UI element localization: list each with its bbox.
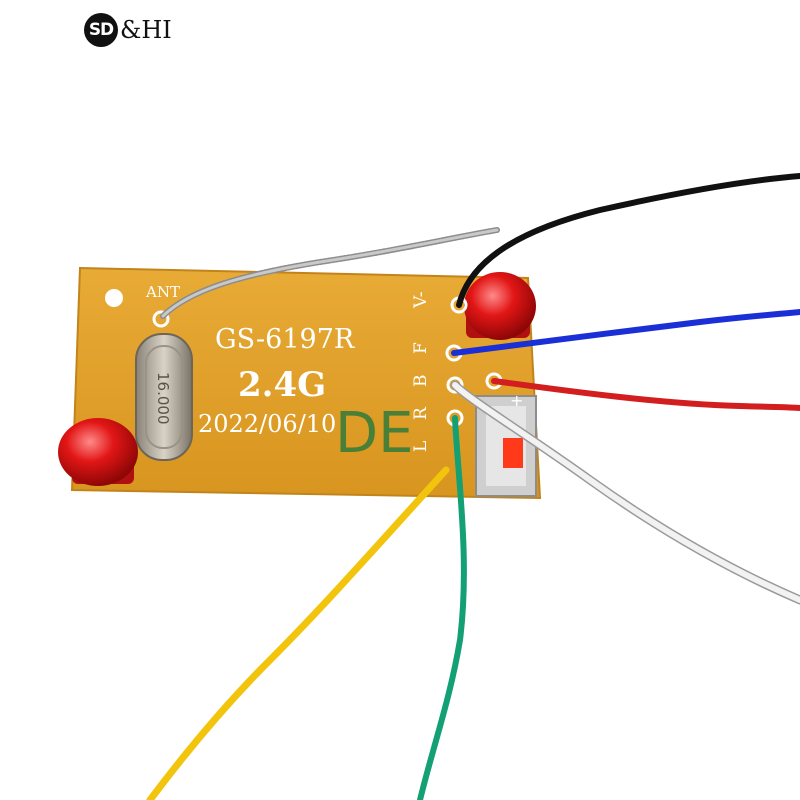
pin-label-b: B — [411, 375, 431, 388]
frequency-label: 2.4G — [238, 365, 326, 405]
pin-label-v: V- — [411, 292, 431, 309]
pin-label-r: R — [411, 406, 431, 420]
pin-label-l: L — [411, 441, 431, 452]
marker-text: DE — [335, 401, 414, 466]
crystal-oscillator — [135, 333, 193, 461]
watermark-logo: SD &HI — [84, 10, 172, 50]
wire-blue — [451, 309, 800, 356]
wire-white — [452, 382, 800, 603]
wire-red — [491, 378, 800, 411]
wire-black — [456, 173, 800, 308]
antenna-pad — [152, 310, 170, 328]
watermark-text: &HI — [120, 16, 172, 44]
pin-labels: V- F B R L — [411, 292, 431, 452]
date-label: 2022/06/10 — [198, 410, 336, 438]
antenna-label: ANT — [145, 283, 180, 301]
pin-label-f: F — [411, 342, 431, 354]
mounting-hole — [105, 289, 123, 307]
watermark-circle: SD — [84, 13, 118, 47]
plus-label: + — [510, 391, 523, 410]
wire-green — [417, 415, 467, 800]
wire-yellow — [146, 466, 450, 800]
power-switch — [475, 395, 537, 497]
model-label: GS-6197R — [215, 324, 355, 355]
led-right — [464, 272, 536, 340]
crystal-text: 16.000 — [154, 372, 172, 425]
led-left — [58, 418, 138, 486]
